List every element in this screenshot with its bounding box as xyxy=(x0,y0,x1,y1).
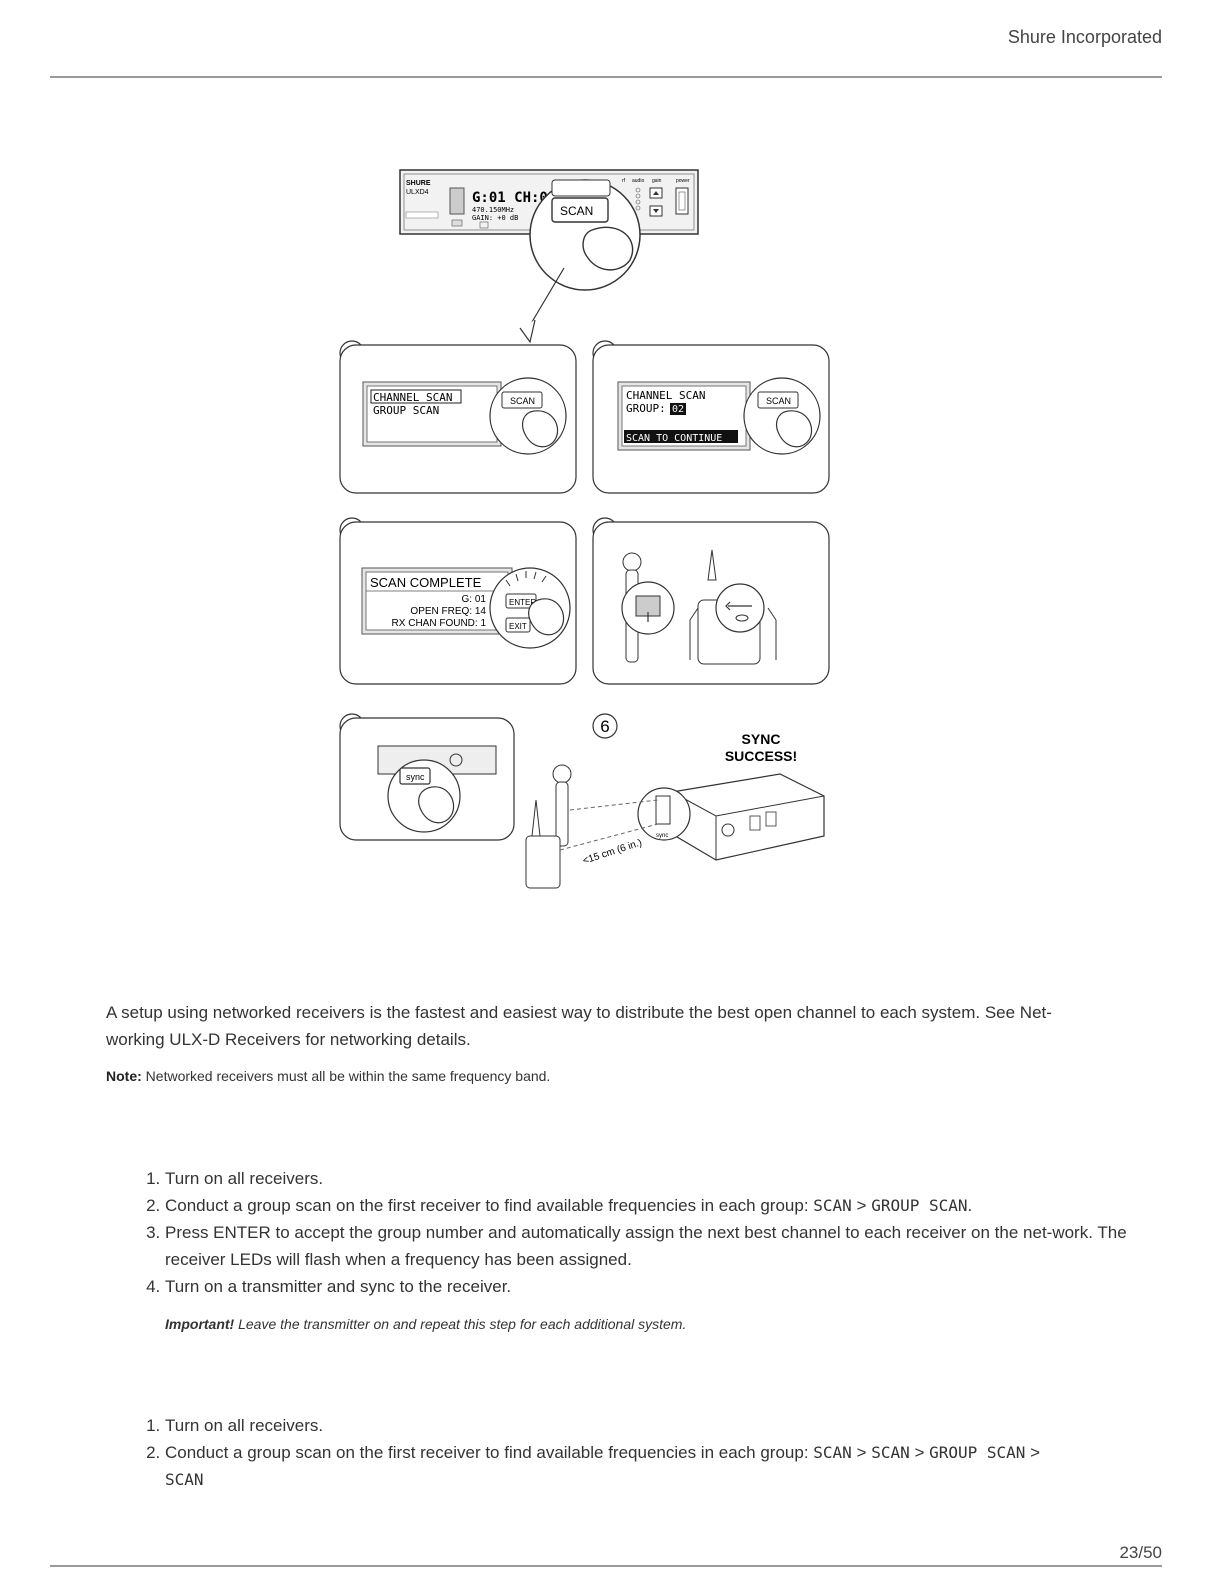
panel-3-line3: RX CHAN FOUND: 1 xyxy=(392,618,487,629)
panel-2-group-select: CHANNEL SCAN GROUP: 02 SCAN TO CONTINUE … xyxy=(593,345,829,493)
receiver-model: ULXD4 xyxy=(406,189,429,196)
step-6-number: 6 xyxy=(600,717,609,736)
list-item: Press ENTER to accept the group number a… xyxy=(165,1219,1165,1273)
menu-path-code: SCAN xyxy=(871,1443,910,1462)
figure-svg: SHURE ULXD4 G:01 CH:01 470.150MHz GAIN: … xyxy=(330,160,850,900)
panel-3-line2: OPEN FREQ: 14 xyxy=(410,606,486,617)
menu-path-code: SCAN xyxy=(165,1470,204,1489)
panel-6-sync-line1: SYNC xyxy=(742,731,781,747)
menu-path-code: GROUP SCAN xyxy=(871,1196,967,1215)
panel-2-line1: CHANNEL SCAN xyxy=(626,389,705,402)
panel-5-sync-receiver: sync xyxy=(340,718,514,840)
panel-1-line2: GROUP SCAN xyxy=(373,404,439,417)
menu-path-code: SCAN xyxy=(813,1443,852,1462)
header-rule xyxy=(50,76,1162,78)
intro-paragraph: A setup using networked receivers is the… xyxy=(106,999,1106,1053)
important-label: Important! xyxy=(165,1316,234,1332)
panel-2-group-value: 02 xyxy=(672,404,684,415)
networked-steps-list: Turn on all receivers. Conduct a group s… xyxy=(106,1165,1165,1300)
menu-path-separator: > xyxy=(910,1443,929,1462)
list-item: Turn on all receivers. xyxy=(165,1412,1165,1439)
scan-sync-figure: SHURE ULXD4 G:01 CH:01 470.150MHz GAIN: … xyxy=(330,160,850,900)
panel-2-scan-label: SCAN xyxy=(766,396,791,406)
menu-path-separator: > xyxy=(1025,1443,1040,1462)
panel-4-transmitters xyxy=(593,522,829,684)
step-text: Turn on a transmitter and sync to the re… xyxy=(165,1277,511,1296)
menu-path-code: SCAN xyxy=(813,1196,852,1215)
step-text: Press ENTER to accept the group number a… xyxy=(165,1223,1127,1269)
menu-path-separator: > xyxy=(852,1196,871,1215)
panel-3-title: SCAN COMPLETE xyxy=(370,575,482,590)
panel-2-line3: SCAN TO CONTINUE xyxy=(626,433,722,444)
panel-1-scan-label: SCAN xyxy=(510,396,535,406)
note-label: Note: xyxy=(106,1068,142,1084)
panel-6-sync-success: SYNC SUCCESS! sync <15 cm (6 in.) xyxy=(526,730,824,888)
menu-path-separator: > xyxy=(852,1443,871,1462)
panel-3-line1: G: 01 xyxy=(462,594,487,605)
list-item: Turn on a transmitter and sync to the re… xyxy=(165,1273,1165,1300)
magnifier-scan-label: SCAN xyxy=(560,204,593,218)
page-number: 23/50 xyxy=(1119,1543,1162,1563)
panel-1-line1: CHANNEL SCAN xyxy=(373,391,452,404)
list-item: Conduct a group scan on the first receiv… xyxy=(165,1439,1165,1493)
important-note: Important! Leave the transmitter on and … xyxy=(165,1316,686,1332)
note-text: Networked receivers must all be within t… xyxy=(142,1068,551,1084)
step-text-end: . xyxy=(968,1196,973,1215)
receiver-label-power: power xyxy=(676,178,690,184)
panel-1-channel-scan: CHANNEL SCAN GROUP SCAN SCAN xyxy=(340,345,576,493)
step-text: Conduct a group scan on the first receiv… xyxy=(165,1196,813,1215)
important-text: Leave the transmitter on and repeat this… xyxy=(234,1316,686,1332)
panel-3-scan-complete: SCAN COMPLETE G: 01 OPEN FREQ: 14 RX CHA… xyxy=(340,522,576,684)
receiver-gain: GAIN: +0 dB xyxy=(472,214,518,222)
list-item: Turn on all receivers. xyxy=(165,1165,1165,1192)
second-steps-list: Turn on all receivers. Conduct a group s… xyxy=(106,1412,1165,1493)
receiver-brand: SHURE xyxy=(406,180,431,187)
panel-6-sync-line2: SUCCESS! xyxy=(725,748,797,764)
panel-2-line2-label: GROUP: xyxy=(626,402,666,415)
header-company: Shure Incorporated xyxy=(1008,27,1162,48)
panel-3-exit-label: EXIT xyxy=(509,622,527,631)
footer-rule xyxy=(50,1565,1162,1567)
step-6-marker: 6 xyxy=(593,714,617,738)
step-text: Conduct a group scan on the first receiv… xyxy=(165,1443,813,1462)
receiver-label-audio: audio xyxy=(632,178,644,184)
panel-6-sync-label: sync xyxy=(656,833,668,839)
step-text: Turn on all receivers. xyxy=(165,1169,323,1188)
panel-5-sync-label: sync xyxy=(406,772,425,782)
receiver-frequency: 470.150MHz xyxy=(472,206,514,214)
receiver-label-gain: gain xyxy=(652,178,662,184)
note: Note: Networked receivers must all be wi… xyxy=(106,1068,550,1084)
menu-path-code: GROUP SCAN xyxy=(929,1443,1025,1462)
step-text: Turn on all receivers. xyxy=(165,1416,323,1435)
list-item: Conduct a group scan on the first receiv… xyxy=(165,1192,1165,1219)
